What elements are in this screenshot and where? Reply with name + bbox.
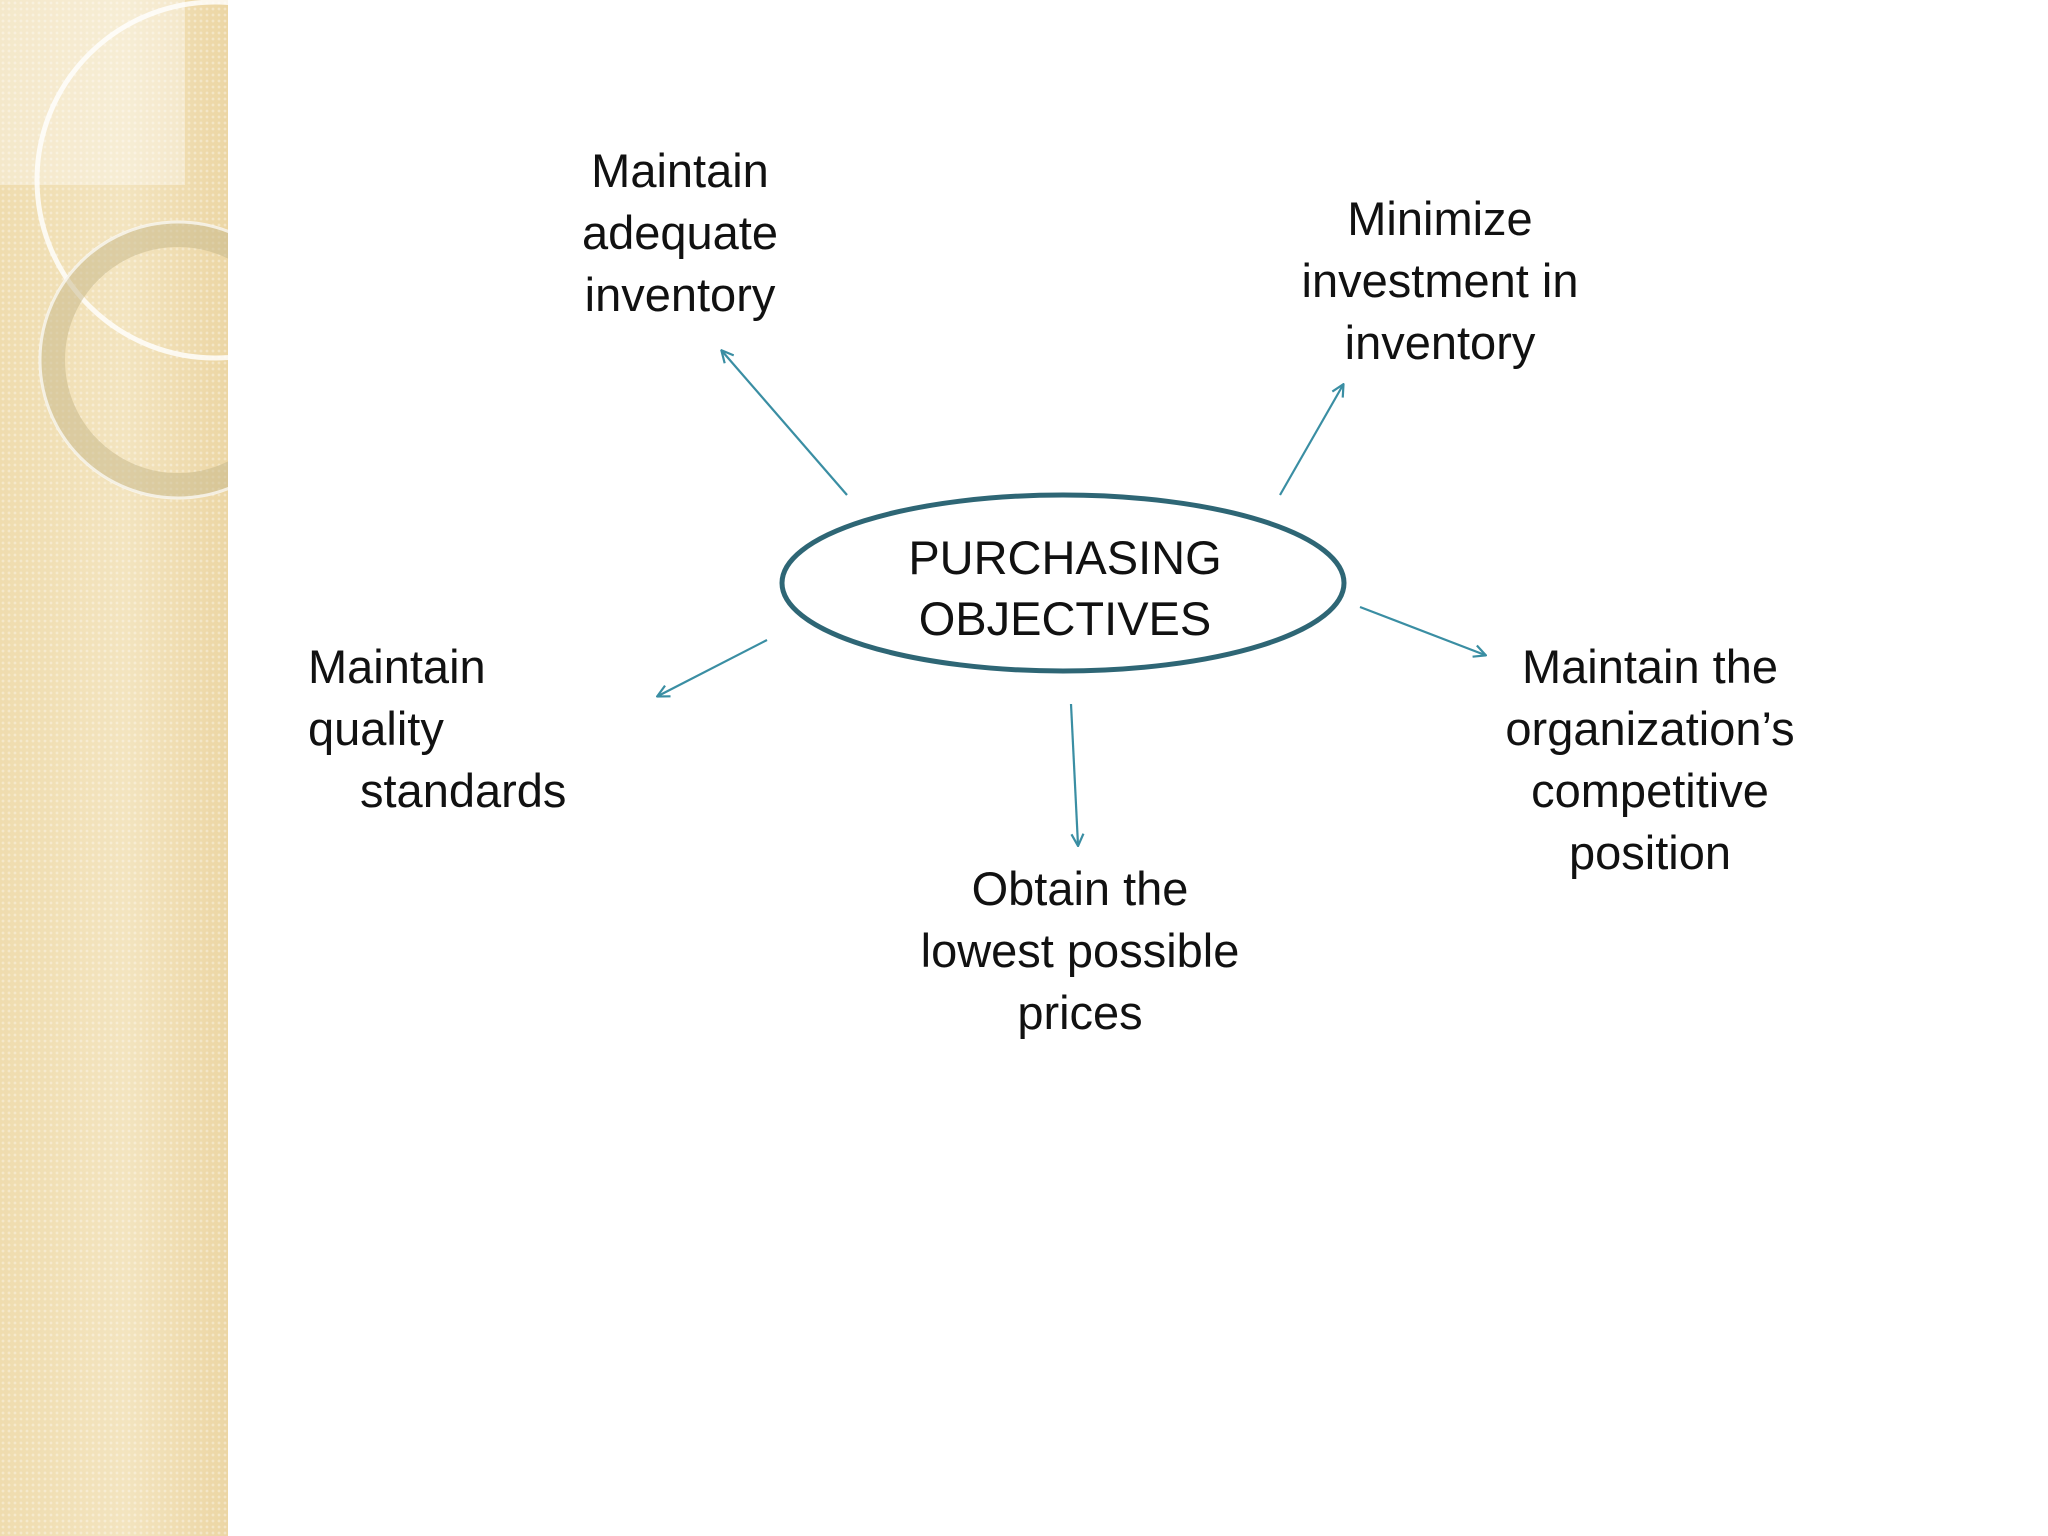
objective-maintain-quality-standards: Maintain quality standards xyxy=(308,636,628,822)
objective-line: standards xyxy=(360,764,567,817)
objective-line: position xyxy=(1569,826,1731,879)
hub-ellipse xyxy=(779,492,1347,674)
arrow-bottom xyxy=(1069,703,1078,845)
objective-line: Maintain the xyxy=(1521,640,1779,693)
objective-obtain-lowest-prices: Obtain the lowest possible prices xyxy=(880,858,1280,1044)
objective-line: Maintain xyxy=(591,144,769,197)
objective-maintain-adequate-inventory: Maintain adequate inventory xyxy=(520,140,840,326)
arrow-top-right xyxy=(1279,385,1343,496)
objective-line: inventory xyxy=(584,268,776,321)
decorative-rings-icon xyxy=(0,0,228,500)
arrow-left xyxy=(658,639,768,696)
objective-line: competitive xyxy=(1531,764,1769,817)
hub-label-line-2: OBJECTIVES xyxy=(918,592,1212,645)
objective-line: prices xyxy=(1017,986,1143,1039)
objective-line: Obtain the xyxy=(971,862,1189,915)
arrow-right xyxy=(1359,605,1485,655)
hub-label: PURCHASING OBJECTIVES xyxy=(780,527,1350,649)
arrow-top-left xyxy=(722,351,848,496)
decorative-side-band xyxy=(0,0,228,1536)
objective-line: adequate xyxy=(581,206,779,259)
objective-line: lowest possible xyxy=(920,924,1240,977)
objective-maintain-competitive-position: Maintain the organization’s competitive … xyxy=(1450,636,1850,884)
objective-line: Maintain xyxy=(308,640,486,693)
objective-minimize-investment: Minimize investment in inventory xyxy=(1240,188,1640,374)
objective-line: inventory xyxy=(1344,316,1536,369)
objective-line: Minimize xyxy=(1347,192,1533,245)
hub-label-line-1: PURCHASING xyxy=(908,531,1222,584)
objective-line: organization’s xyxy=(1505,702,1795,755)
objective-line: quality xyxy=(308,702,444,755)
objective-line: investment in xyxy=(1301,254,1579,307)
